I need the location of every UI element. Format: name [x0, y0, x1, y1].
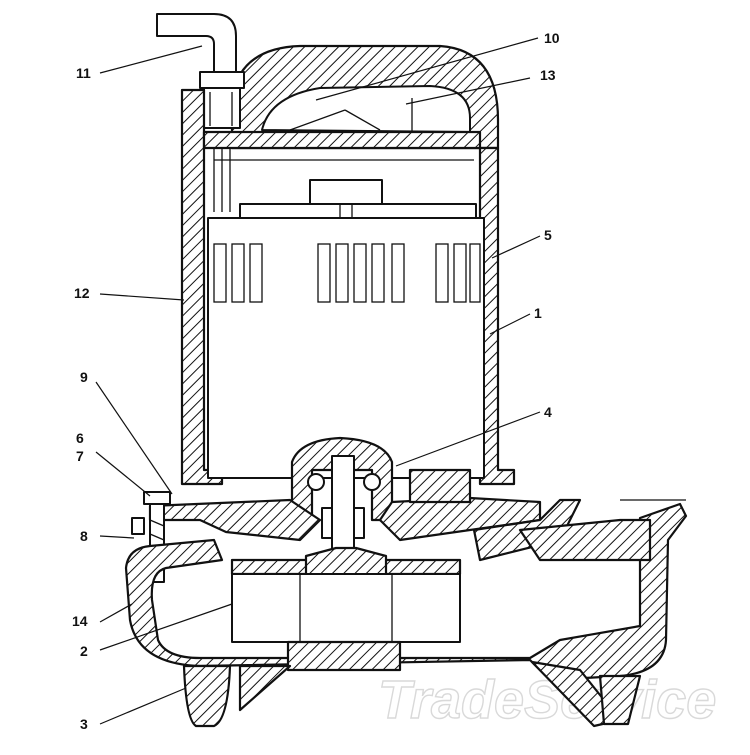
callout-8: 8	[80, 528, 88, 544]
callout-5: 5	[544, 227, 552, 243]
watermark: TradeService	[378, 670, 716, 730]
callout-13: 13	[540, 67, 556, 83]
callout-4: 4	[544, 404, 552, 420]
base-feet	[182, 660, 642, 728]
volute-casing	[124, 498, 688, 682]
impeller	[230, 546, 462, 643]
motor-housing	[180, 88, 516, 486]
discharge-pipe	[156, 13, 237, 75]
callout-3: 3	[80, 716, 88, 732]
callout-12: 12	[74, 285, 90, 301]
callout-7: 7	[76, 448, 84, 464]
callout-1: 1	[534, 305, 542, 321]
callout-10: 10	[544, 30, 560, 46]
top-cover	[230, 44, 500, 150]
motor-vents	[213, 243, 481, 303]
callout-6: 6	[76, 430, 84, 446]
leader-lines	[95, 37, 541, 725]
callout-2: 2	[80, 643, 88, 659]
callout-9: 9	[80, 369, 88, 385]
callout-11: 11	[76, 65, 91, 81]
callout-labels: 11 10 13 5 12 1 9 4 6 7 8 14 2 3	[72, 30, 560, 732]
motor	[207, 179, 485, 479]
callout-14: 14	[72, 613, 88, 629]
